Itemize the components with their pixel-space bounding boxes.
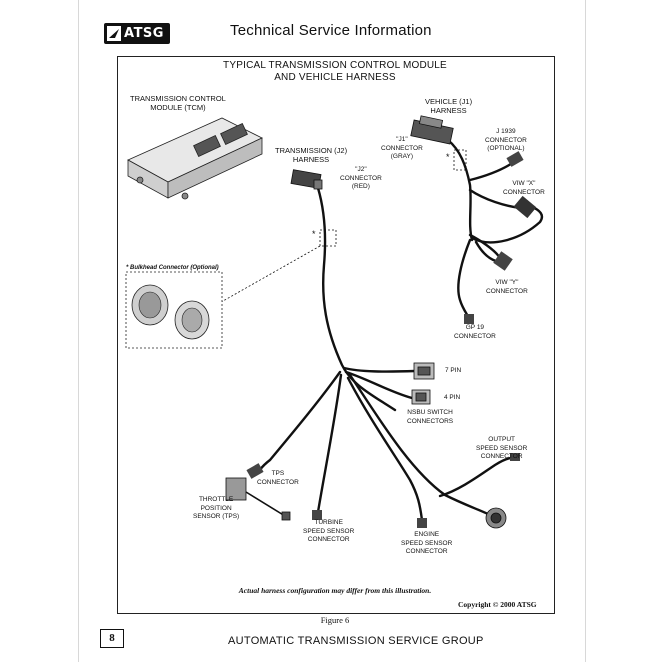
diagram-title: TYPICAL TRANSMISSION CONTROL MODULE AND …: [117, 60, 553, 84]
j1-connector-label: "J1"CONNECTOR(GRAY): [381, 136, 423, 160]
bulkhead-markers: [215, 149, 467, 306]
j1-trunk-wire: [446, 138, 474, 242]
wire-4pin: [344, 370, 414, 400]
page-number: 8: [100, 629, 124, 648]
bulkhead-asterisks: * *: [312, 152, 450, 239]
page-title: Technical Service Information: [230, 22, 432, 39]
viwy-connector-icon: [493, 251, 513, 271]
nsbu-4pin-connector-icon: [411, 389, 431, 405]
engine-connector-icon: [417, 518, 427, 528]
tps-sensor-icon: [225, 477, 291, 521]
tcm-module-icon: [127, 117, 263, 200]
diagram-title-line2: AND VEHICLE HARNESS: [274, 72, 396, 83]
turbine-connector-icon: [312, 510, 322, 520]
footer-text: AUTOMATIC TRANSMISSION SERVICE GROUP: [228, 635, 484, 647]
j2-connector-label: "J2"CONNECTOR(RED): [340, 166, 382, 190]
wire-viwx-loop: [470, 204, 544, 244]
j2-connector-icon: [290, 169, 323, 190]
harness-wires: [256, 138, 544, 522]
logo-text: ATSG: [124, 26, 164, 41]
copyright: Copyright © 2000 ATSG: [458, 600, 537, 609]
bulkhead-inset: [125, 271, 223, 349]
svg-text:*: *: [446, 152, 450, 162]
pin7-label: 7 PIN: [445, 367, 462, 374]
oss-plug-icon: [510, 453, 520, 461]
wire-j1939: [468, 160, 516, 182]
illustration-frame: [117, 56, 555, 614]
wire-turbine: [316, 373, 343, 514]
wire-7pin: [342, 366, 417, 373]
j1-connector-icon: [410, 115, 454, 145]
j1-harness-label: VEHICLE (J1)HARNESS: [425, 97, 473, 115]
viwx-label: VIW "X"CONNECTOR: [503, 180, 545, 196]
wire-engine: [346, 376, 424, 522]
viwy-label: VIW "Y"CONNECTOR: [486, 279, 528, 295]
wire-oss-to-sensor: [348, 373, 492, 517]
logo-emblem-icon: [107, 26, 121, 41]
atsg-logo: ATSG: [104, 23, 170, 44]
bulkhead-label: * Bulkhead Connector (Optional): [126, 265, 219, 271]
wire-gp19: [457, 238, 472, 322]
j2-trunk-wire: [316, 186, 397, 412]
tps-connector-icon: [246, 463, 264, 479]
oss-connector-icon: [485, 507, 507, 529]
figure-caption: Figure 6: [320, 615, 350, 625]
j2-harness-label: TRANSMISSION (J2)HARNESS: [275, 146, 348, 164]
j1939-connector-icon: [506, 151, 524, 167]
nsbu-7pin-connector-icon: [413, 362, 435, 380]
viwx-connector-icon: [513, 195, 537, 219]
pin4-label: 4 PIN: [444, 394, 461, 401]
gp19-connector-icon: [464, 314, 474, 324]
illustration-note: Actual harness configuration may differ …: [238, 586, 432, 595]
svg-text:*: *: [312, 229, 316, 239]
wire-oss-connector: [438, 456, 514, 498]
diagram-title-line1: TYPICAL TRANSMISSION CONTROL MODULE: [223, 60, 447, 71]
